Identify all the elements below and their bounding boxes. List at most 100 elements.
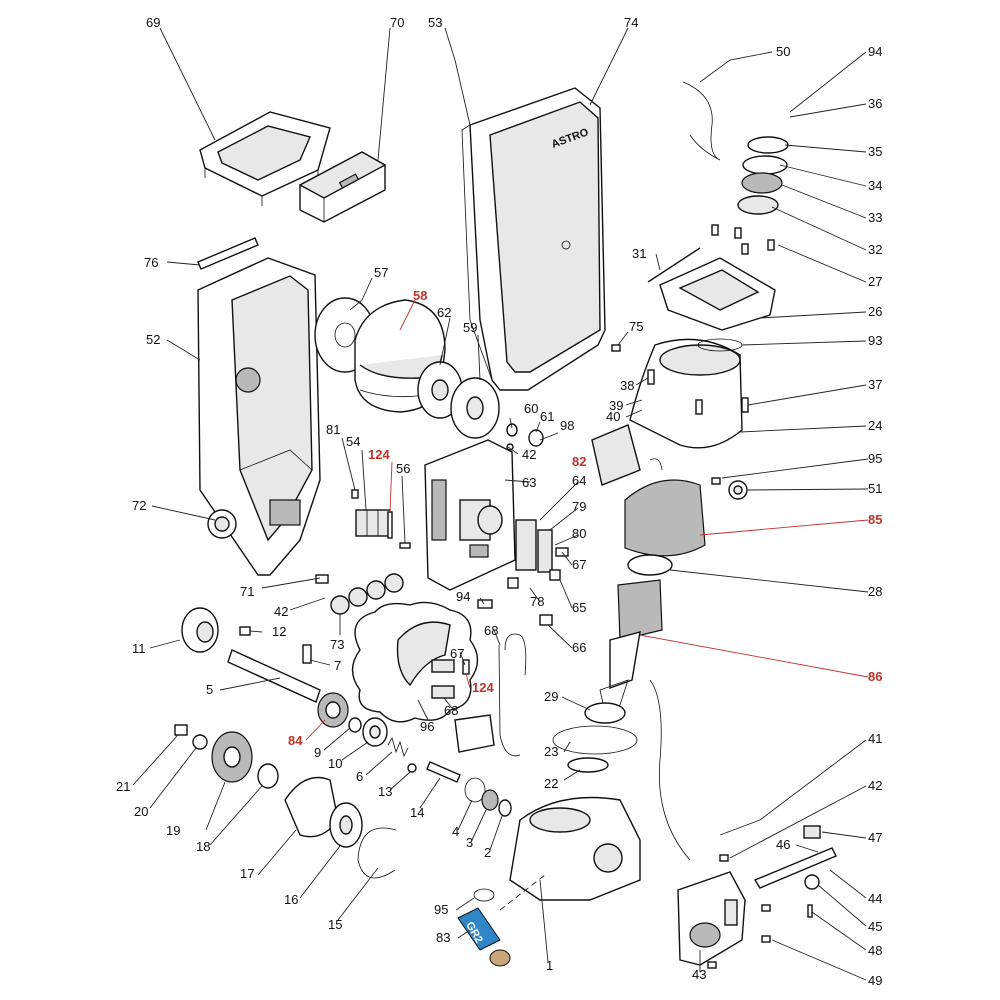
part-1-gearbox-housing — [509, 796, 641, 901]
part-54-terminal-block — [355, 509, 391, 537]
callout-54: 54 — [346, 434, 360, 449]
part-86-rotor — [599, 579, 663, 713]
callout-72: 72 — [132, 498, 146, 513]
part-45-cam — [804, 874, 820, 890]
callout-16: 16 — [284, 892, 298, 907]
callout-29: 29 — [544, 689, 558, 704]
part-33-35-stack — [737, 136, 789, 215]
part-76-rod — [197, 237, 259, 270]
callout-67: 67 — [572, 557, 586, 572]
callout-43: 43 — [692, 967, 706, 982]
part-16-seal — [329, 802, 363, 848]
callout-19: 19 — [166, 823, 180, 838]
part-53-74-cover: ASTRO — [461, 87, 606, 391]
callout-1: 1 — [546, 958, 553, 973]
callout-50: 50 — [776, 44, 790, 59]
callout-34: 34 — [868, 178, 882, 193]
callout-5: 5 — [206, 682, 213, 697]
callout-74: 74 — [624, 15, 638, 30]
part-44-shaft — [753, 847, 837, 889]
callout-80: 80 — [572, 526, 586, 541]
callout-70: 70 — [390, 15, 404, 30]
part-11-bearing — [181, 607, 219, 653]
part-59-disc — [450, 377, 500, 439]
part-96-accessory-group — [351, 601, 479, 723]
callout-58: 58 — [413, 288, 427, 303]
callout-42: 42 — [522, 447, 536, 462]
callout-95: 95 — [868, 451, 882, 466]
callout-64: 64 — [572, 473, 586, 488]
callout-52: 52 — [146, 332, 160, 347]
callout-66: 66 — [572, 640, 586, 655]
part-20-washer — [192, 734, 208, 750]
callout-60: 60 — [524, 401, 538, 416]
part-50-cable — [682, 81, 721, 161]
small-screws — [239, 224, 813, 969]
callout-62: 62 — [437, 305, 451, 320]
callout-23: 23 — [544, 744, 558, 759]
callout-71: 71 — [240, 584, 254, 599]
callout-98: 98 — [560, 418, 574, 433]
callout-65: 65 — [572, 600, 586, 615]
callout-49: 49 — [868, 973, 882, 988]
callout-68: 68 — [484, 623, 498, 638]
callout-44: 44 — [868, 891, 882, 906]
callout-75: 75 — [629, 319, 643, 334]
callout-41: 41 — [868, 731, 882, 746]
callout-85: 85 — [868, 512, 882, 527]
callout-48: 48 — [868, 943, 882, 958]
callout-labels: 69 70 53 74 50 94 36 35 34 33 32 27 31 2… — [116, 15, 882, 988]
callout-20: 20 — [134, 804, 148, 819]
callout-42: 42 — [274, 604, 288, 619]
callout-17: 17 — [240, 866, 254, 881]
part-73-cable-glands — [330, 573, 404, 615]
part-52-housing — [197, 257, 321, 576]
part-15-circlip — [357, 827, 397, 879]
callout-35: 35 — [868, 144, 882, 159]
callout-3: 3 — [466, 835, 473, 850]
part-10-bearing — [362, 717, 388, 747]
callout-46: 46 — [776, 837, 790, 852]
callout-78: 78 — [530, 594, 544, 609]
part-72-grommet — [207, 509, 237, 539]
part-26-motor-cap — [659, 257, 776, 331]
callout-10: 10 — [328, 756, 342, 771]
callout-39: 39 — [609, 398, 623, 413]
part-85-stator — [624, 458, 706, 557]
callout-69: 69 — [146, 15, 160, 30]
callout-15: 15 — [328, 917, 342, 932]
callout-76: 76 — [144, 255, 158, 270]
part-21-bolt — [174, 724, 188, 736]
callout-59: 59 — [463, 320, 477, 335]
part-13-14-pin — [407, 761, 461, 783]
part-5-shaft — [227, 649, 321, 703]
callout-4: 4 — [452, 824, 459, 839]
callout-67: 67 — [450, 646, 464, 661]
callout-37: 37 — [868, 377, 882, 392]
part-4-ring — [464, 777, 486, 803]
callout-86: 86 — [868, 669, 882, 684]
leader-lines — [132, 27, 869, 981]
part-29-bearing — [584, 702, 626, 724]
callout-32: 32 — [868, 242, 882, 257]
callout-7: 7 — [334, 658, 341, 673]
callout-9: 9 — [314, 745, 321, 760]
callout-56: 56 — [396, 461, 410, 476]
part-28-bearing — [627, 554, 673, 576]
callout-68: 68 — [444, 703, 458, 718]
part-70-control-module — [298, 151, 387, 223]
part-43-limit-switch — [677, 871, 746, 966]
callout-14: 14 — [410, 805, 424, 820]
callout-84: 84 — [288, 733, 303, 748]
part-2-ring — [498, 799, 512, 817]
callout-11: 11 — [132, 641, 146, 656]
callout-53: 53 — [428, 15, 442, 30]
part-69-tray — [199, 111, 331, 206]
callout-93: 93 — [868, 333, 882, 348]
part-22-gasket — [567, 757, 609, 773]
callout-26: 26 — [868, 304, 882, 319]
part-3-ring — [481, 789, 499, 811]
callout-42: 42 — [868, 778, 882, 793]
part-82-label — [591, 424, 641, 486]
callout-63: 63 — [522, 475, 536, 490]
